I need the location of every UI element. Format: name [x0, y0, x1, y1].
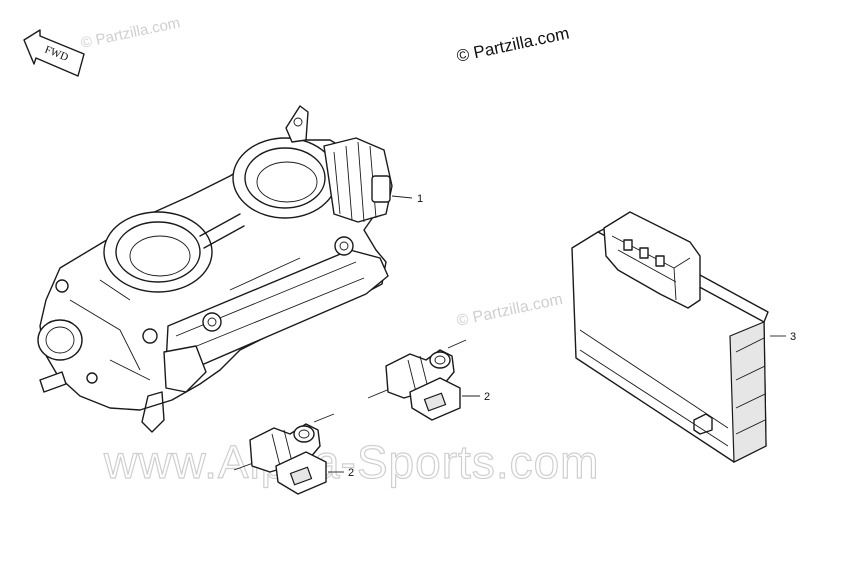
- ecu-module-drawing: [571, 211, 769, 463]
- injector-lower-drawing: [233, 413, 335, 495]
- copyright-text: © Partzilla.com: [455, 24, 571, 66]
- callout-label-3: 3: [790, 331, 796, 343]
- callout-label-1: 1: [417, 193, 423, 205]
- leader-line-1: [391, 195, 413, 199]
- watermark-top-left: © Partzilla.com: [79, 14, 181, 52]
- watermark-mid-right: © Partzilla.com: [455, 291, 564, 330]
- watermark-banner: www.Alpha-Sports.com: [103, 436, 600, 488]
- callout-label-2a: 2: [484, 391, 490, 403]
- injector-upper-drawing: [367, 339, 467, 421]
- fwd-arrow-icon: FWD: [23, 29, 85, 77]
- callout-label-2b: 2: [348, 467, 354, 479]
- throttle-body-drawing: [37, 105, 393, 433]
